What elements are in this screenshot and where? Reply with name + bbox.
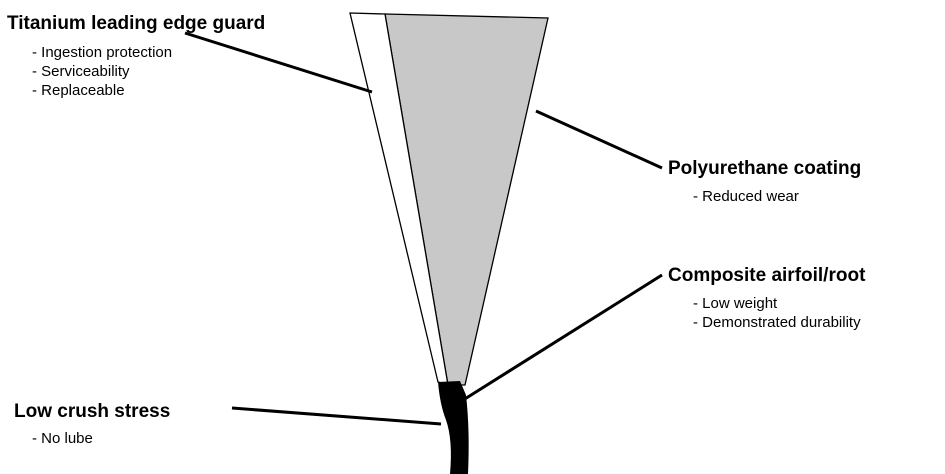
titanium-benefit-item: - Ingestion protection (32, 44, 173, 61)
titanium-callout: Titanium leading edge guard - Ingestion … (7, 12, 292, 100)
composite-benefit-item: - Low weight (693, 295, 778, 312)
titanium-benefit-item: - Replaceable (32, 82, 125, 99)
crush-benefit-item: - No lube (32, 430, 93, 447)
titanium-benefit-item: - Serviceability (32, 63, 130, 80)
polyurethane-benefit-list: - Reduced wear (693, 187, 861, 206)
titanium-title: Titanium leading edge guard (7, 13, 266, 34)
crush-callout: Low crush stress - No lube (14, 400, 170, 448)
polyurethane-benefit-item: - Reduced wear (693, 188, 799, 205)
composite-title: Composite airfoil/root (668, 265, 866, 286)
titanium-leader-line (184, 31, 373, 94)
polyurethane-title: Polyurethane coating (668, 158, 862, 179)
crush-leader-line (231, 406, 442, 426)
composite-benefit-item: - Demonstrated durability (693, 314, 861, 331)
titanium-benefit-list: - Ingestion protection - Serviceability … (32, 43, 292, 100)
composite-callout: Composite airfoil/root - Low weight - De… (668, 264, 865, 332)
blade-root-shape (438, 381, 469, 474)
composite-benefit-list: - Low weight - Demonstrated durability (693, 294, 865, 332)
polyurethane-leader-line (535, 109, 663, 170)
composite-leader-line (459, 273, 663, 404)
polyurethane-callout: Polyurethane coating - Reduced wear (668, 157, 861, 206)
crush-benefit-list: - No lube (32, 429, 170, 448)
crush-title: Low crush stress (14, 401, 171, 422)
